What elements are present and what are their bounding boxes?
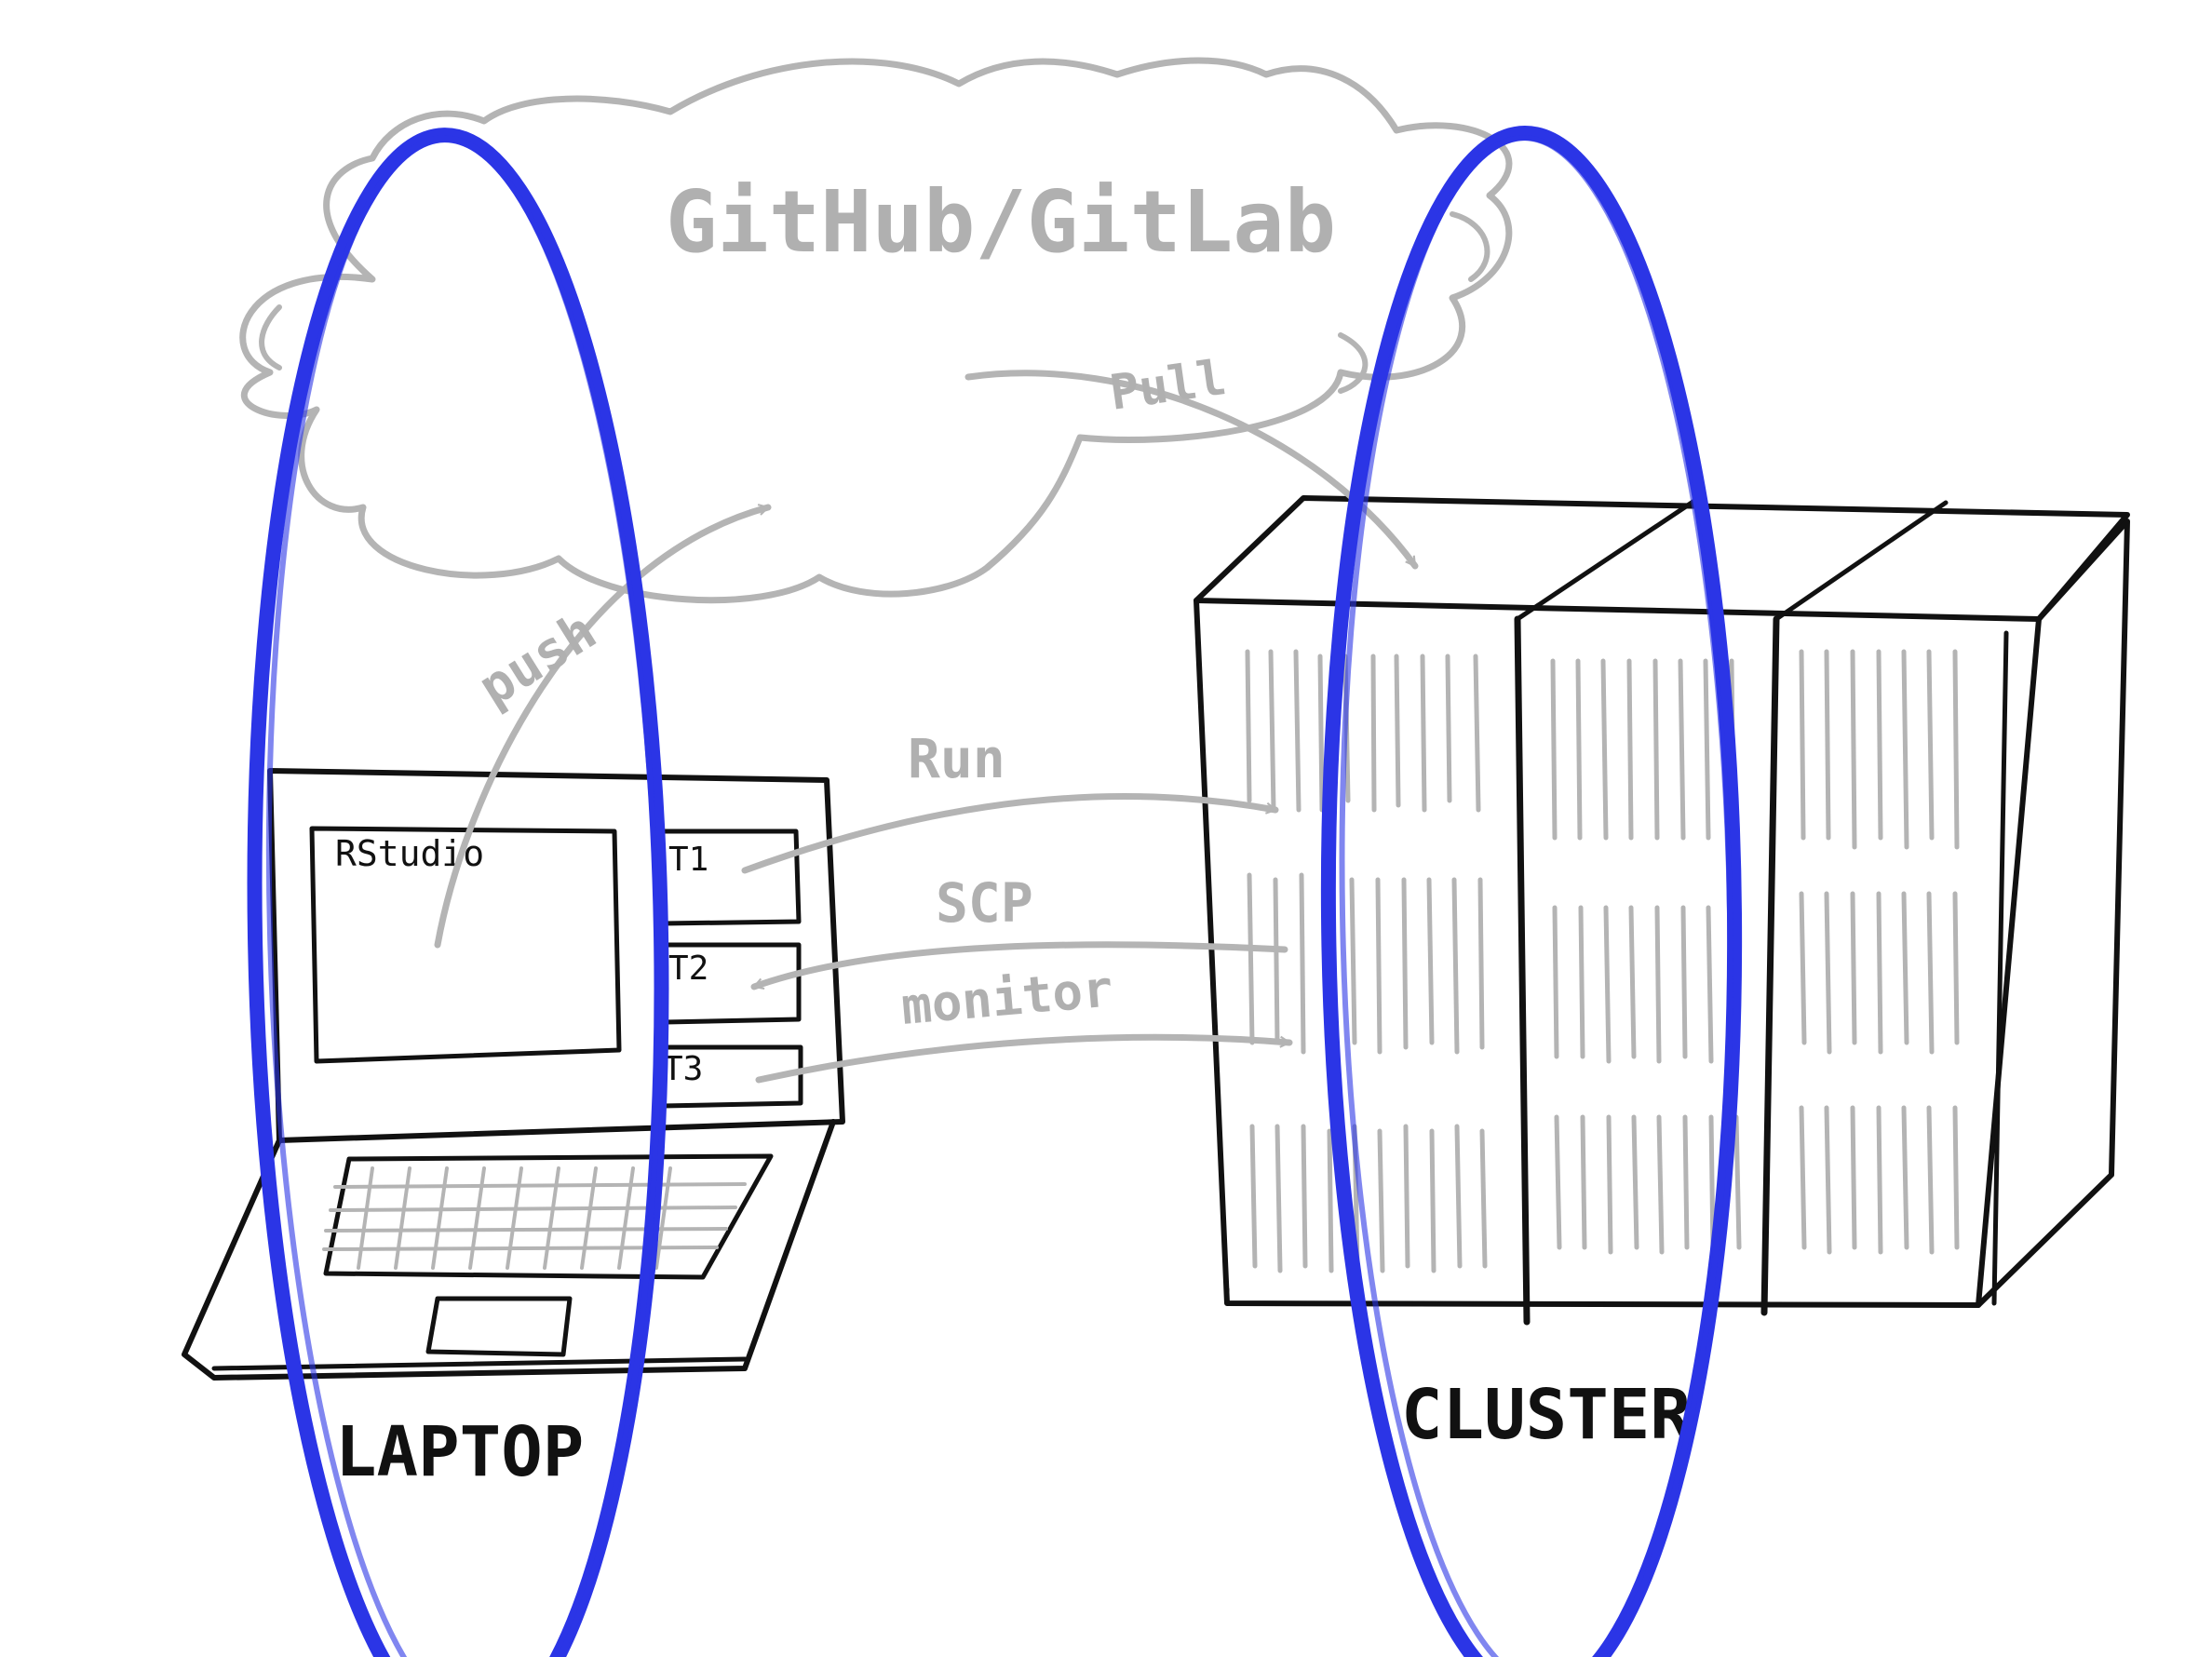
terminal-label-2: T2 xyxy=(668,950,708,988)
cluster-divider-1 xyxy=(1514,615,1531,1326)
run-arrow xyxy=(741,793,1279,874)
laptop-highlight-ellipse xyxy=(247,128,669,1657)
terminal-label-1: T1 xyxy=(668,841,708,879)
cluster-slats xyxy=(1245,649,1960,1273)
cluster-highlight-ellipse xyxy=(1320,126,1743,1657)
cluster xyxy=(1194,495,2130,1326)
laptop-trackpad xyxy=(425,1296,573,1357)
laptop-screen xyxy=(267,768,845,1143)
monitor-arrow xyxy=(755,1033,1293,1084)
rstudio-pane xyxy=(309,826,622,1064)
push-arrow xyxy=(434,504,772,949)
scp-arrow xyxy=(750,941,1288,990)
laptop-keyboard-frame xyxy=(323,1153,774,1280)
cluster-side xyxy=(1976,519,2130,1308)
laptop-keyboard-keys xyxy=(322,1166,747,1270)
cluster-front xyxy=(1194,598,2042,1308)
cloud-label: GitHub/GitLab xyxy=(666,172,1336,272)
cluster-divider-2 xyxy=(1760,615,1780,1316)
cloud-shape xyxy=(239,57,1513,604)
push-label: push xyxy=(468,600,607,719)
run-label: Run xyxy=(908,727,1005,790)
laptop xyxy=(182,768,845,1381)
monitor-label: monitor xyxy=(899,959,1115,1036)
pull-arrow xyxy=(964,370,1419,570)
terminal-label-3: T3 xyxy=(663,1050,703,1088)
cluster-label: CLUSTER xyxy=(1401,1375,1692,1455)
cluster-top xyxy=(1194,495,2130,622)
laptop-base xyxy=(182,1119,836,1381)
laptop-label: LAPTOP xyxy=(335,1412,584,1492)
scp-label: SCP xyxy=(936,871,1033,935)
